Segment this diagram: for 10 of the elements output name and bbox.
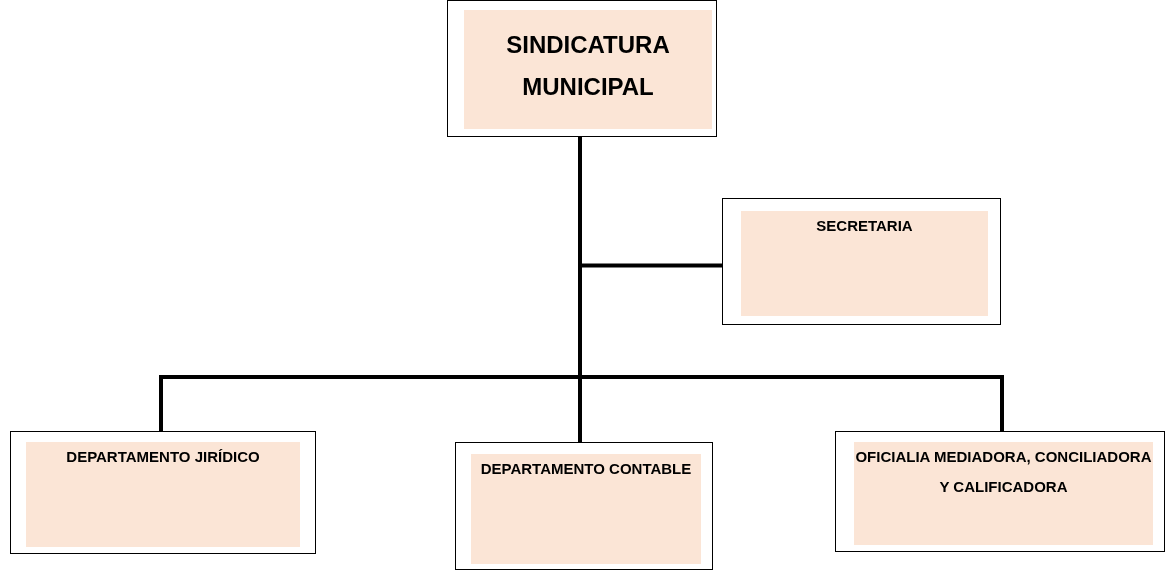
org-box — [722, 198, 1001, 325]
box-title: DEPARTAMENTO CONTABLE — [480, 459, 692, 479]
org-box — [455, 442, 713, 570]
box-title: OFICIALIA MEDIADORA, CONCILIADORA Y CALIFICADORA — [854, 447, 1153, 497]
org-box — [835, 431, 1165, 552]
org-box — [10, 431, 316, 554]
box-title: DEPARTAMENTO JIRÍDICO — [66, 447, 260, 467]
box-title: SINDICATURA MUNICIPAL — [505, 30, 671, 102]
org-box — [447, 0, 717, 137]
box-title: SECRETARIA — [816, 216, 913, 236]
